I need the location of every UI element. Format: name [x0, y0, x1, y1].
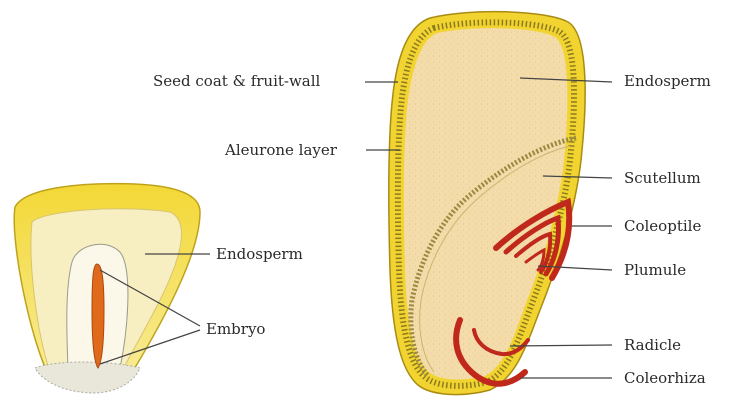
label-coleorhiza: Coleorhiza — [624, 369, 706, 387]
label-aleurone-layer: Aleurone layer — [225, 141, 337, 159]
label-radicle: Radicle — [624, 336, 681, 354]
label-endosperm-right: Endosperm — [624, 72, 711, 90]
label-embryo: Embryo — [206, 320, 265, 338]
label-coleoptile: Coleoptile — [624, 217, 701, 235]
label-plumule: Plumule — [624, 261, 686, 279]
small-seed-base — [35, 362, 140, 393]
label-scutellum: Scutellum — [624, 169, 701, 187]
large-seed — [389, 12, 585, 395]
label-endosperm-left: Endosperm — [216, 245, 303, 263]
large-seed-endosperm — [404, 28, 568, 379]
label-seed-coat: Seed coat & fruit-wall — [153, 72, 320, 90]
embryo-axis — [92, 264, 104, 368]
